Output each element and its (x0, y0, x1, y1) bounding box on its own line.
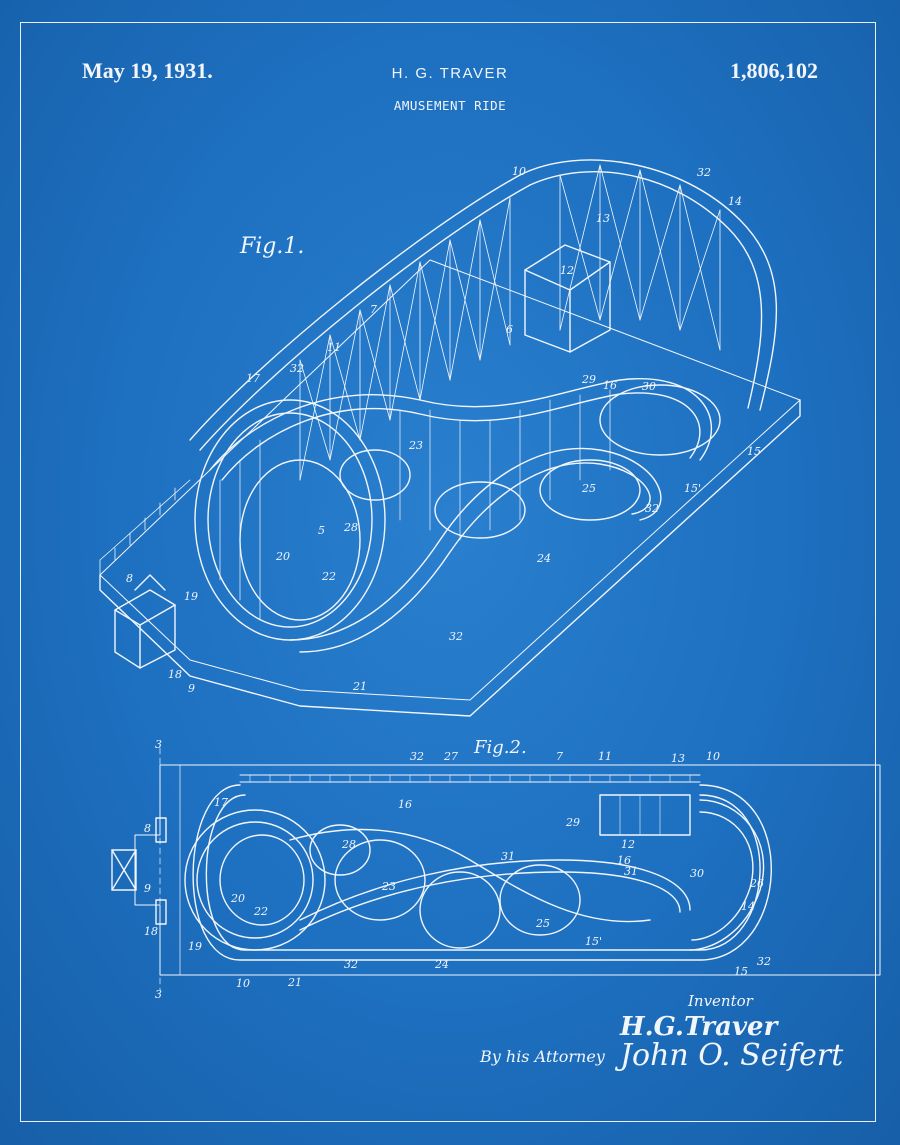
fig2-ref-32c: 32 (757, 955, 771, 968)
fig2-ref-3b: 3 (155, 988, 162, 1001)
fig2-ref-11: 11 (598, 750, 612, 763)
fig2-ref-18: 18 (144, 925, 158, 938)
fig1-ref-32b: 32 (290, 362, 304, 375)
fig2-ref-14: 14 (741, 900, 755, 913)
fig2-ref-13: 13 (671, 752, 685, 765)
fig2-ref-27: 27 (443, 750, 458, 763)
fig2-ref-22: 22 (253, 905, 268, 918)
fig2-ref-31: 31 (501, 850, 515, 863)
fig2-ref-24: 24 (434, 958, 449, 971)
fig1-label: Fig.1. (240, 234, 305, 259)
fig2-ref-12: 12 (621, 838, 635, 851)
fig2-ref-32b: 32 (344, 958, 358, 971)
fig2-ref-15p: 15' (585, 935, 602, 948)
fig1-ref-28: 28 (343, 521, 358, 534)
fig1-ref-19: 19 (184, 590, 198, 603)
inventor-header: H. G. TRAVER (391, 65, 509, 82)
fig1-ref-32c: 32 (645, 502, 659, 515)
fig2-ref-25: 25 (535, 917, 550, 930)
fig1-ref-25: 25 (581, 482, 596, 495)
fig2-ref-10b: 10 (236, 977, 250, 990)
fig1-ref-16: 16 (603, 379, 617, 392)
fig1-ref-14: 14 (728, 195, 742, 208)
fig1-ref-5: 5 (318, 524, 325, 537)
fig2-label: Fig.2. (474, 737, 527, 758)
fig2-ref-19: 19 (188, 940, 202, 953)
fig2-ref-31b: 31 (624, 865, 638, 878)
fig2-ref-30: 30 (690, 867, 704, 880)
attorney-signature: John O. Seifert (620, 1038, 844, 1073)
fig2-ref-16: 16 (398, 798, 412, 811)
fig1-ref-10: 10 (512, 165, 526, 178)
fig2-ref-15: 15 (734, 965, 748, 978)
fig1-ref-18: 18 (168, 668, 182, 681)
fig1-ref-24: 24 (536, 552, 551, 565)
fig1-ref-6: 6 (506, 323, 513, 336)
fig2-ref-21: 21 (287, 976, 302, 989)
fig1-ref-17: 17 (246, 372, 260, 385)
fig2-ref-7: 7 (556, 750, 563, 763)
inventor-signature: H.G.Traver (620, 1012, 778, 1042)
fig2-ref-9: 9 (144, 882, 151, 895)
fig1-ref-32d: 32 (449, 630, 463, 643)
fig2-ref-10: 10 (706, 750, 720, 763)
fig1-ref-32: 32 (697, 166, 711, 179)
fig2-ref-20: 20 (230, 892, 245, 905)
fig1-ref-22: 22 (321, 570, 336, 583)
fig1-ref-9: 9 (188, 682, 195, 695)
fig1-ref-13: 13 (596, 212, 610, 225)
fig1-ref-29: 29 (581, 373, 596, 386)
fig2-ref-17: 17 (214, 796, 228, 809)
fig1-ref-11: 11 (327, 341, 341, 354)
inventor-label: Inventor (688, 992, 753, 1010)
patent-number: 1,806,102 (730, 58, 818, 83)
fig1-ref-20: 20 (275, 550, 290, 563)
fig2-ref-26: 26 (749, 877, 764, 890)
fig1-ref-12: 12 (560, 264, 574, 277)
fig2-ref-16b: 16 (617, 854, 631, 867)
fig1-ref-21: 21 (352, 680, 367, 693)
fig1-ref-7: 7 (370, 303, 377, 316)
fig1-ref-8: 8 (126, 572, 133, 585)
fig2-ref-32: 32 (410, 750, 424, 763)
attorney-label: By his Attorney (480, 1047, 605, 1066)
patent-date: May 19, 1931. (82, 58, 213, 83)
fig1-ref-15p: 15' (684, 482, 701, 495)
patent-title: AMUSEMENT RIDE (393, 98, 507, 113)
fig2-ref-8: 8 (144, 822, 151, 835)
fig2-ref-29: 29 (565, 816, 580, 829)
page-border (20, 22, 876, 1122)
fig2-ref-28: 28 (341, 838, 356, 851)
fig1-ref-30: 30 (642, 380, 656, 393)
fig2-ref-23: 23 (381, 880, 396, 893)
fig1-ref-23: 23 (408, 439, 423, 452)
fig1-ref-15: 15 (747, 445, 761, 458)
fig2-ref-3: 3 (155, 738, 162, 751)
